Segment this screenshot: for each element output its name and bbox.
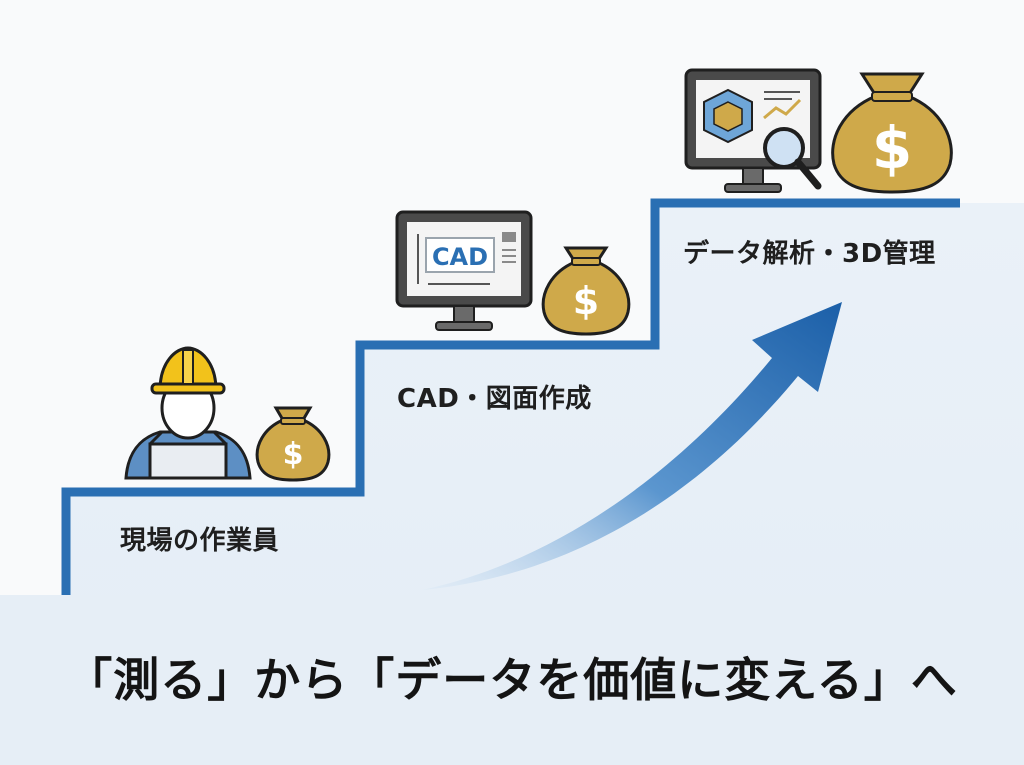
growth-arrow — [422, 302, 842, 590]
money-bag-medium-icon: $ — [541, 246, 631, 336]
step-label-cad: CAD・図面作成 — [397, 384, 592, 414]
money-symbol-3: $ — [872, 114, 912, 182]
money-bag-small-icon: $ — [255, 406, 331, 482]
step-label-data-analysis: データ解析・3D管理 — [683, 239, 936, 269]
worker-icon — [124, 346, 252, 480]
base-band — [0, 595, 1024, 765]
step-label-worker: 現場の作業員 — [120, 526, 280, 556]
money-symbol-2: $ — [573, 279, 599, 323]
magnifier-icon — [763, 127, 822, 190]
staircase-outline — [61, 198, 960, 595]
money-symbol-1: $ — [283, 437, 304, 472]
money-bag-large-icon: $ — [831, 72, 953, 194]
cad-monitor-icon: CAD — [395, 210, 533, 331]
analytics-monitor-icon — [684, 68, 822, 193]
cad-screen-text: CAD — [432, 243, 488, 271]
headline: 「測る」から「データを価値に変える」へ — [66, 653, 958, 707]
